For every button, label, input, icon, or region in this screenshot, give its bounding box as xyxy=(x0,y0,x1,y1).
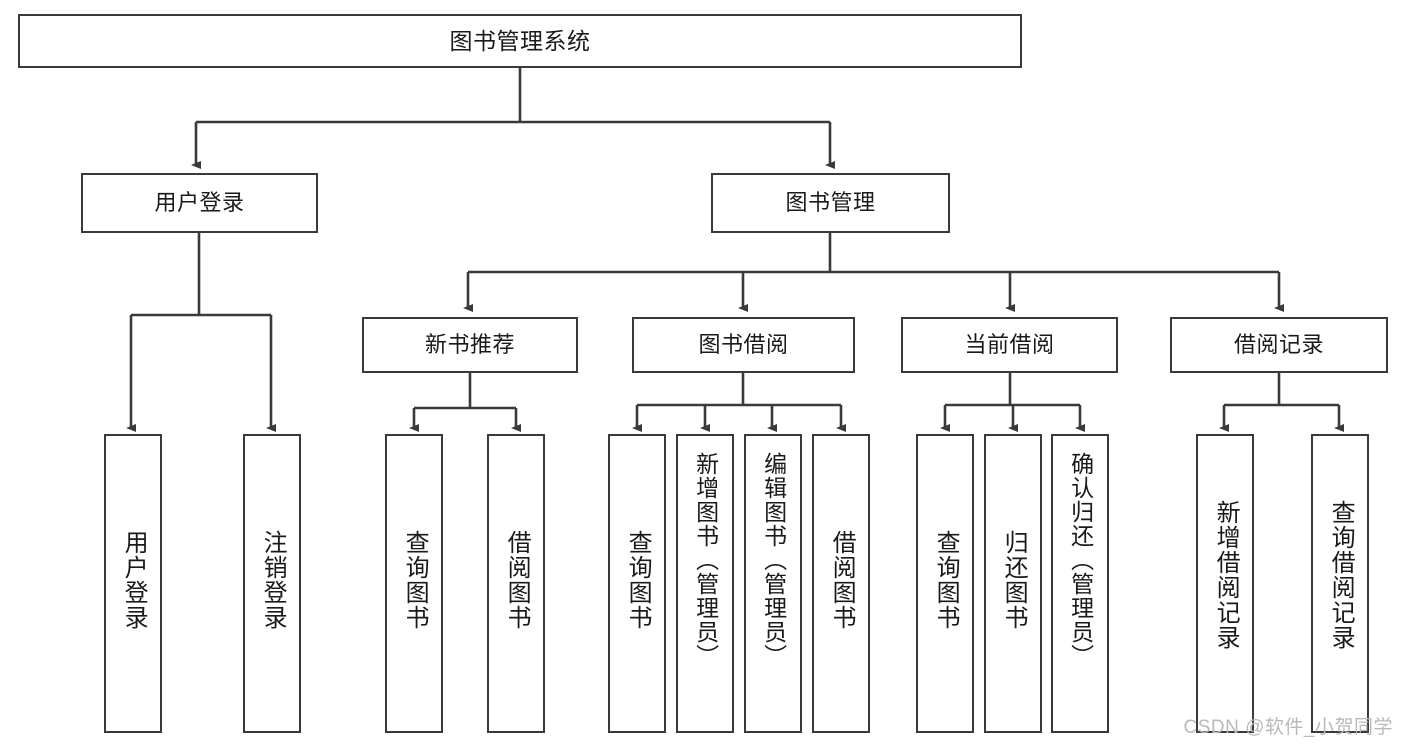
node-label: 新书推荐 xyxy=(424,332,515,358)
node-label: 借阅图书 xyxy=(503,530,531,630)
leaf-confirm-return-admin[interactable]: 确认归还（管理员） xyxy=(1051,434,1109,733)
node-user-login[interactable]: 用户登录 xyxy=(81,173,318,233)
leaf-borrow-book-recommend[interactable]: 借阅图书 xyxy=(487,434,545,733)
node-label: 查询图书 xyxy=(401,530,429,630)
leaf-logout-login[interactable]: 注销登录 xyxy=(243,434,301,733)
leaf-borrow-book[interactable]: 借阅图书 xyxy=(812,434,870,733)
leaf-user-login[interactable]: 用户登录 xyxy=(104,434,162,733)
node-label: 当前借阅 xyxy=(964,332,1055,358)
node-label: 查询图书 xyxy=(624,530,652,630)
node-label: 归还图书 xyxy=(1000,530,1028,630)
leaf-add-borrow-record[interactable]: 新增借阅记录 xyxy=(1196,434,1254,733)
node-label: 新增借阅记录 xyxy=(1212,500,1240,650)
leaf-query-book-recommend[interactable]: 查询图书 xyxy=(385,434,443,733)
leaf-return-book[interactable]: 归还图书 xyxy=(984,434,1042,733)
node-label: 新增图书（管理员） xyxy=(692,452,719,668)
leaf-query-book-borrow[interactable]: 查询图书 xyxy=(608,434,666,733)
leaf-query-borrow-record[interactable]: 查询借阅记录 xyxy=(1311,434,1369,733)
node-root-library-management-system[interactable]: 图书管理系统 xyxy=(18,14,1022,68)
node-current-borrow[interactable]: 当前借阅 xyxy=(901,317,1118,373)
node-label: 图书管理系统 xyxy=(449,27,591,54)
node-label: 查询图书 xyxy=(932,530,960,630)
node-label: 编辑图书（管理员） xyxy=(760,452,787,668)
leaf-query-book-current[interactable]: 查询图书 xyxy=(916,434,974,733)
node-borrow-record[interactable]: 借阅记录 xyxy=(1170,317,1388,373)
watermark: CSDN @软件_小贺同学 xyxy=(1183,717,1393,738)
node-label: 借阅图书 xyxy=(828,530,856,630)
node-label: 用户登录 xyxy=(154,190,245,216)
leaf-edit-book-admin[interactable]: 编辑图书（管理员） xyxy=(744,434,802,733)
node-label: 注销登录 xyxy=(259,530,287,630)
node-book-borrow[interactable]: 图书借阅 xyxy=(632,317,855,373)
leaf-add-book-admin[interactable]: 新增图书（管理员） xyxy=(676,434,734,733)
node-book-management[interactable]: 图书管理 xyxy=(711,173,950,233)
node-label: 图书管理 xyxy=(785,190,876,216)
node-label: 查询借阅记录 xyxy=(1327,500,1355,650)
node-label: 用户登录 xyxy=(120,530,148,630)
node-new-book-recommend[interactable]: 新书推荐 xyxy=(362,317,578,373)
node-label: 图书借阅 xyxy=(698,332,789,358)
node-label: 借阅记录 xyxy=(1233,332,1324,358)
node-label: 确认归还（管理员） xyxy=(1067,452,1094,668)
